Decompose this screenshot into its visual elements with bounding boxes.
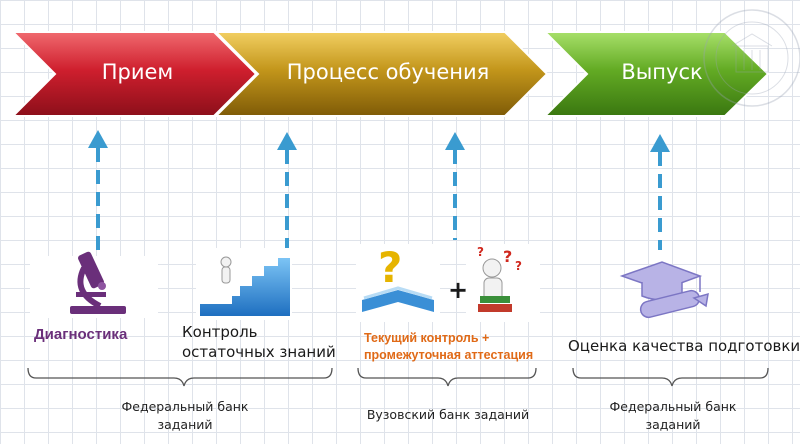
stage-label-vypusk: Выпуск	[621, 60, 703, 84]
stage-label-process: Процесс обучения	[286, 60, 490, 84]
book-question-icon: ?	[356, 243, 440, 322]
item-label-tekushchiy-line1: Текущий контроль +	[364, 331, 490, 345]
bank-caption-federal-left-line1: Федеральный банк	[121, 399, 249, 414]
stage-chevron-vypusk	[542, 31, 770, 117]
svg-text:?: ?	[503, 247, 512, 266]
stage-chevron-priem	[10, 31, 258, 117]
stage-label-priem: Прием	[101, 60, 174, 84]
stairs-icon	[196, 248, 292, 320]
brace-federal-left	[27, 367, 333, 387]
bank-caption-federal-left: Федеральный банк заданий	[100, 398, 270, 434]
brace-vuz	[357, 367, 537, 387]
bank-caption-federal-right-line2: заданий	[645, 417, 701, 432]
bank-caption-federal-right-line1: Федеральный банк	[609, 399, 737, 414]
item-label-kontrol-line1: Контроль	[182, 323, 258, 341]
university-seal-watermark	[703, 9, 800, 107]
plus-sign: +	[448, 276, 468, 304]
svg-text:?: ?	[378, 243, 402, 292]
item-label-otsenka: Оценка качества подготовки	[568, 337, 800, 355]
svg-text:?: ?	[515, 259, 522, 273]
item-label-kontrol: Контроль остаточных знаний	[182, 322, 336, 362]
arrow-diagnostika	[88, 130, 108, 250]
arrow-tekushchiy	[445, 132, 465, 240]
graduation-diploma-icon	[619, 261, 709, 319]
bank-caption-vuz: Вузовский банк заданий	[362, 406, 534, 424]
item-label-diagnostika: Диагностика	[34, 326, 128, 343]
brace-federal-right	[572, 367, 769, 387]
thinker-reading-icon: ? ? ?	[466, 244, 540, 322]
bank-caption-vuz-line1: Вузовский банк заданий	[366, 407, 530, 422]
arrow-kontrol	[277, 132, 297, 248]
arrow-otsenka	[650, 134, 670, 250]
microscope-icon	[30, 251, 158, 318]
item-label-tekushchiy-line2: промежуточная аттестация	[364, 348, 534, 362]
stage-chevron-process	[213, 31, 549, 117]
item-label-tekushchiy: Текущий контроль + промежуточная аттеста…	[364, 330, 533, 364]
bank-caption-federal-left-line2: заданий	[157, 417, 213, 432]
bank-caption-federal-right: Федеральный банк заданий	[588, 398, 758, 434]
item-label-kontrol-line2: остаточных знаний	[182, 343, 336, 361]
svg-text:?: ?	[477, 245, 484, 259]
